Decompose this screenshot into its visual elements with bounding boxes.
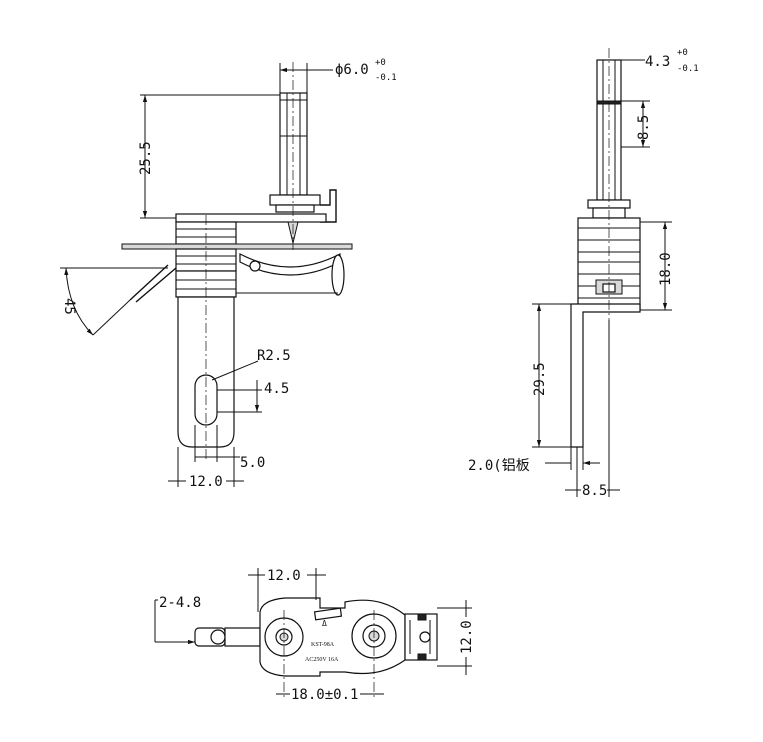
shaft-flat-tol-lower: -0.1 xyxy=(677,64,699,74)
warning-mark: Δ xyxy=(322,619,327,628)
shaft-diameter-label: ϕ6.0 xyxy=(335,62,369,78)
side-view: 4.3 +0 -0.1 8.5 18.0 29.5 2.0(铝板 8.5 xyxy=(468,48,699,499)
bottom-view: Δ KST-98A AC250V 16A 2-4.8 12.0 12.0 xyxy=(154,566,475,703)
shaft-diameter-tol-upper: +0 xyxy=(375,58,386,68)
center-distance-label: 18.0±0.1 xyxy=(291,687,358,703)
shaft-flat-length-label: 8.5 xyxy=(636,115,652,140)
shaft-flat-label: 4.3 xyxy=(645,54,670,70)
top-width-label: 12.0 xyxy=(267,568,301,584)
slot-width-label: 5.0 xyxy=(240,455,265,471)
angle-label: 45 xyxy=(61,298,77,315)
pin-hole xyxy=(210,629,226,645)
pin-label: 2-4.8 xyxy=(159,595,201,611)
bracket-offset-label: 8.5 xyxy=(582,483,607,499)
bracket-height-label: 29.5 xyxy=(532,362,548,396)
bracket-width-label: 12.0 xyxy=(189,474,223,490)
shaft-flat-tol-upper: +0 xyxy=(677,48,688,58)
fuse-body xyxy=(331,254,345,296)
rating-text: AC250V 16A xyxy=(305,657,339,663)
right-height-label: 12.0 xyxy=(459,620,475,654)
slot-label: 4.5 xyxy=(264,381,289,397)
shaft-diameter-tol-lower: -0.1 xyxy=(375,73,397,83)
model-text: KST-98A xyxy=(311,642,335,648)
tilted-lever xyxy=(129,264,177,303)
shaft xyxy=(279,92,308,196)
contact-blade xyxy=(121,243,353,250)
top-plate xyxy=(175,213,327,223)
front-view: ϕ6.0 +0 -0.1 25.5 45 R2.5 4.5 5.0 12.0 xyxy=(60,58,397,490)
side-bracket xyxy=(570,303,641,448)
plate-thickness-label: 2.0(铝板 xyxy=(468,458,530,474)
radius-label: R2.5 xyxy=(257,348,291,364)
shaft-height-label: 25.5 xyxy=(138,141,154,175)
body-height-label: 18.0 xyxy=(658,252,674,286)
